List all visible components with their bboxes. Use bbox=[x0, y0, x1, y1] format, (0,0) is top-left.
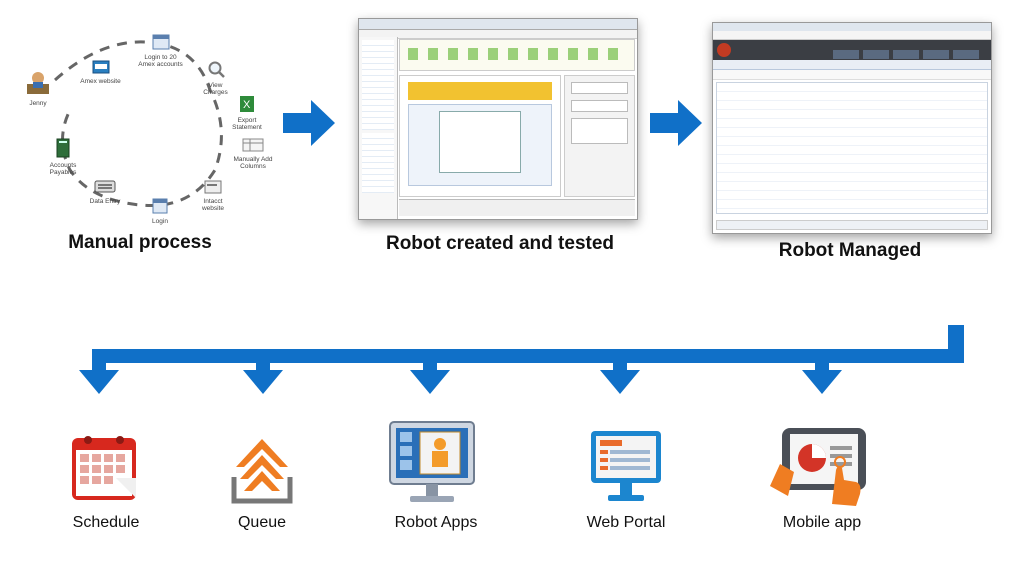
accounts-payables-label: Accounts Payables bbox=[49, 162, 77, 176]
jenny-node: Jenny bbox=[18, 70, 58, 107]
arrow-right-2 bbox=[650, 100, 702, 146]
login-window-icon bbox=[152, 198, 168, 214]
intacct-node: Intacct website bbox=[193, 180, 233, 212]
spreadsheet-icon bbox=[242, 138, 264, 152]
queue-icon bbox=[231, 439, 293, 504]
web-portal-label: Web Portal bbox=[586, 514, 666, 531]
management-console-screenshot bbox=[712, 22, 992, 234]
view-charges-label: View Charges bbox=[203, 82, 228, 96]
excel-icon: X bbox=[240, 96, 254, 112]
export-label: Export Statement bbox=[232, 117, 262, 131]
login20-label: Login to 20 Amex accounts bbox=[138, 54, 183, 68]
queue-label: Queue bbox=[237, 514, 287, 531]
mobile-app-label: Mobile app bbox=[782, 514, 862, 531]
manually-node: Manually Add Columns bbox=[228, 138, 278, 170]
robot-managed-caption: Robot Managed bbox=[778, 240, 922, 261]
jenny-label: Jenny bbox=[29, 100, 47, 107]
intacct-label: Intacct website bbox=[201, 198, 225, 212]
robot-designer-screenshot bbox=[358, 18, 638, 220]
ledger-book-icon bbox=[56, 138, 70, 158]
web-portal-monitor-icon bbox=[591, 431, 661, 501]
manually-label: Manually Add Columns bbox=[233, 156, 273, 170]
browser-window-icon bbox=[152, 34, 169, 50]
robot-apps-label: Robot Apps bbox=[394, 514, 478, 531]
login-label: Login bbox=[152, 218, 168, 225]
magnifier-icon bbox=[208, 61, 225, 78]
accounts-payables-node: Accounts Payables bbox=[38, 138, 88, 176]
cycle-dashes bbox=[54, 40, 223, 208]
data-entry-label: Data Entry bbox=[89, 198, 121, 205]
amex-node: Amex website bbox=[78, 60, 123, 85]
amex-label: Amex website bbox=[80, 78, 121, 85]
data-entry-node: Data Entry bbox=[85, 178, 125, 205]
svg-text:X: X bbox=[243, 99, 251, 111]
mobile-tablet-icon bbox=[770, 428, 866, 506]
login-node: Login bbox=[145, 198, 175, 225]
amex-icon bbox=[92, 60, 109, 74]
manual-process-caption: Manual process bbox=[68, 232, 212, 253]
keyboard-icon bbox=[94, 180, 116, 193]
schedule-label: Schedule bbox=[72, 514, 140, 531]
login20-node: Login to 20 Amex accounts bbox=[138, 34, 183, 68]
intacct-icon bbox=[204, 180, 222, 194]
arrow-right-1 bbox=[283, 100, 335, 146]
calendar-icon bbox=[72, 436, 136, 500]
distribution-connectors bbox=[79, 325, 964, 394]
export-node: X Export Statement bbox=[222, 95, 272, 131]
view-charges-node: View Charges bbox=[198, 60, 233, 96]
robot-created-caption: Robot created and tested bbox=[385, 233, 615, 254]
robot-apps-monitor-icon bbox=[389, 421, 475, 502]
person-icon bbox=[27, 72, 49, 94]
